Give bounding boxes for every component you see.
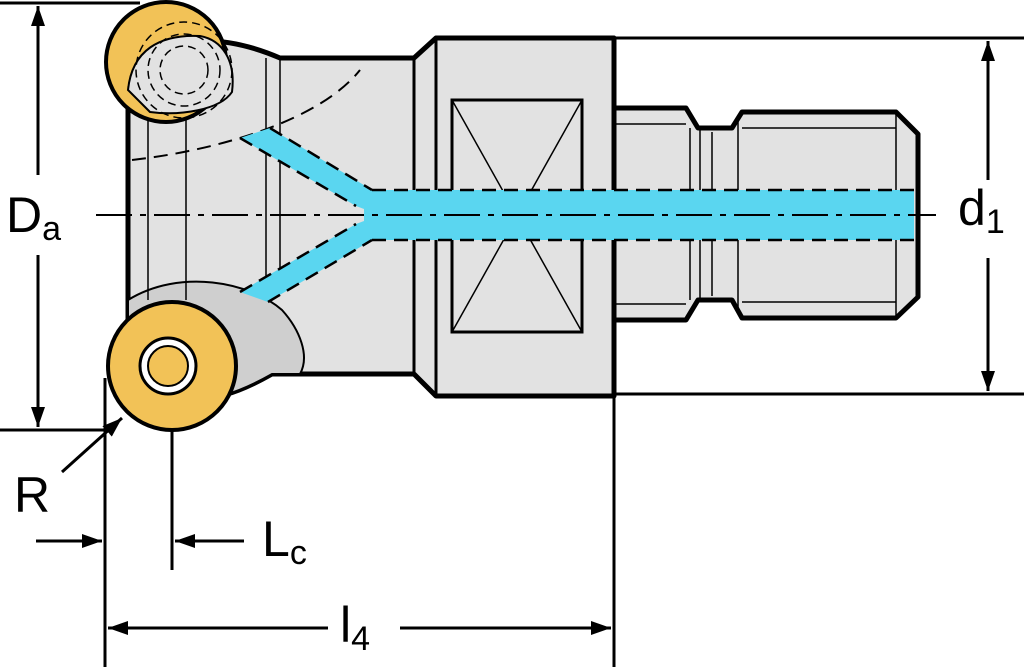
dim-radius: R bbox=[14, 416, 124, 523]
diameter-label: Da bbox=[6, 187, 61, 248]
connection-diameter-label: d1 bbox=[958, 180, 1005, 241]
bottom-insert bbox=[106, 300, 238, 432]
insert-screw-inner bbox=[147, 345, 189, 387]
dim-leader-line bbox=[60, 416, 124, 474]
dim-connection-diameter: d1 bbox=[614, 36, 1024, 396]
top-insert bbox=[104, 0, 234, 124]
coolant-lower-branch bbox=[240, 218, 372, 302]
insert-seat bbox=[126, 34, 234, 115]
coolant-upper-branch bbox=[240, 128, 372, 212]
dim-diameter: Da bbox=[0, 1, 140, 432]
cutting-length-label: Lc bbox=[262, 511, 307, 572]
upper-flute-arc bbox=[131, 69, 361, 161]
coolant-edge bbox=[239, 136, 357, 208]
insert-hidden-edge bbox=[135, 21, 233, 119]
insert-hidden-edge bbox=[159, 45, 209, 95]
coolant-edge bbox=[239, 222, 357, 294]
dim-cutting-length: Lc bbox=[36, 378, 307, 667]
dim-functional-length: l4 bbox=[108, 394, 616, 667]
radius-label: R bbox=[14, 467, 50, 523]
functional-length-label: l4 bbox=[340, 597, 370, 658]
coolant-edge bbox=[269, 126, 373, 192]
insert-hidden-edge bbox=[147, 33, 221, 107]
coolant-edge bbox=[267, 238, 373, 304]
